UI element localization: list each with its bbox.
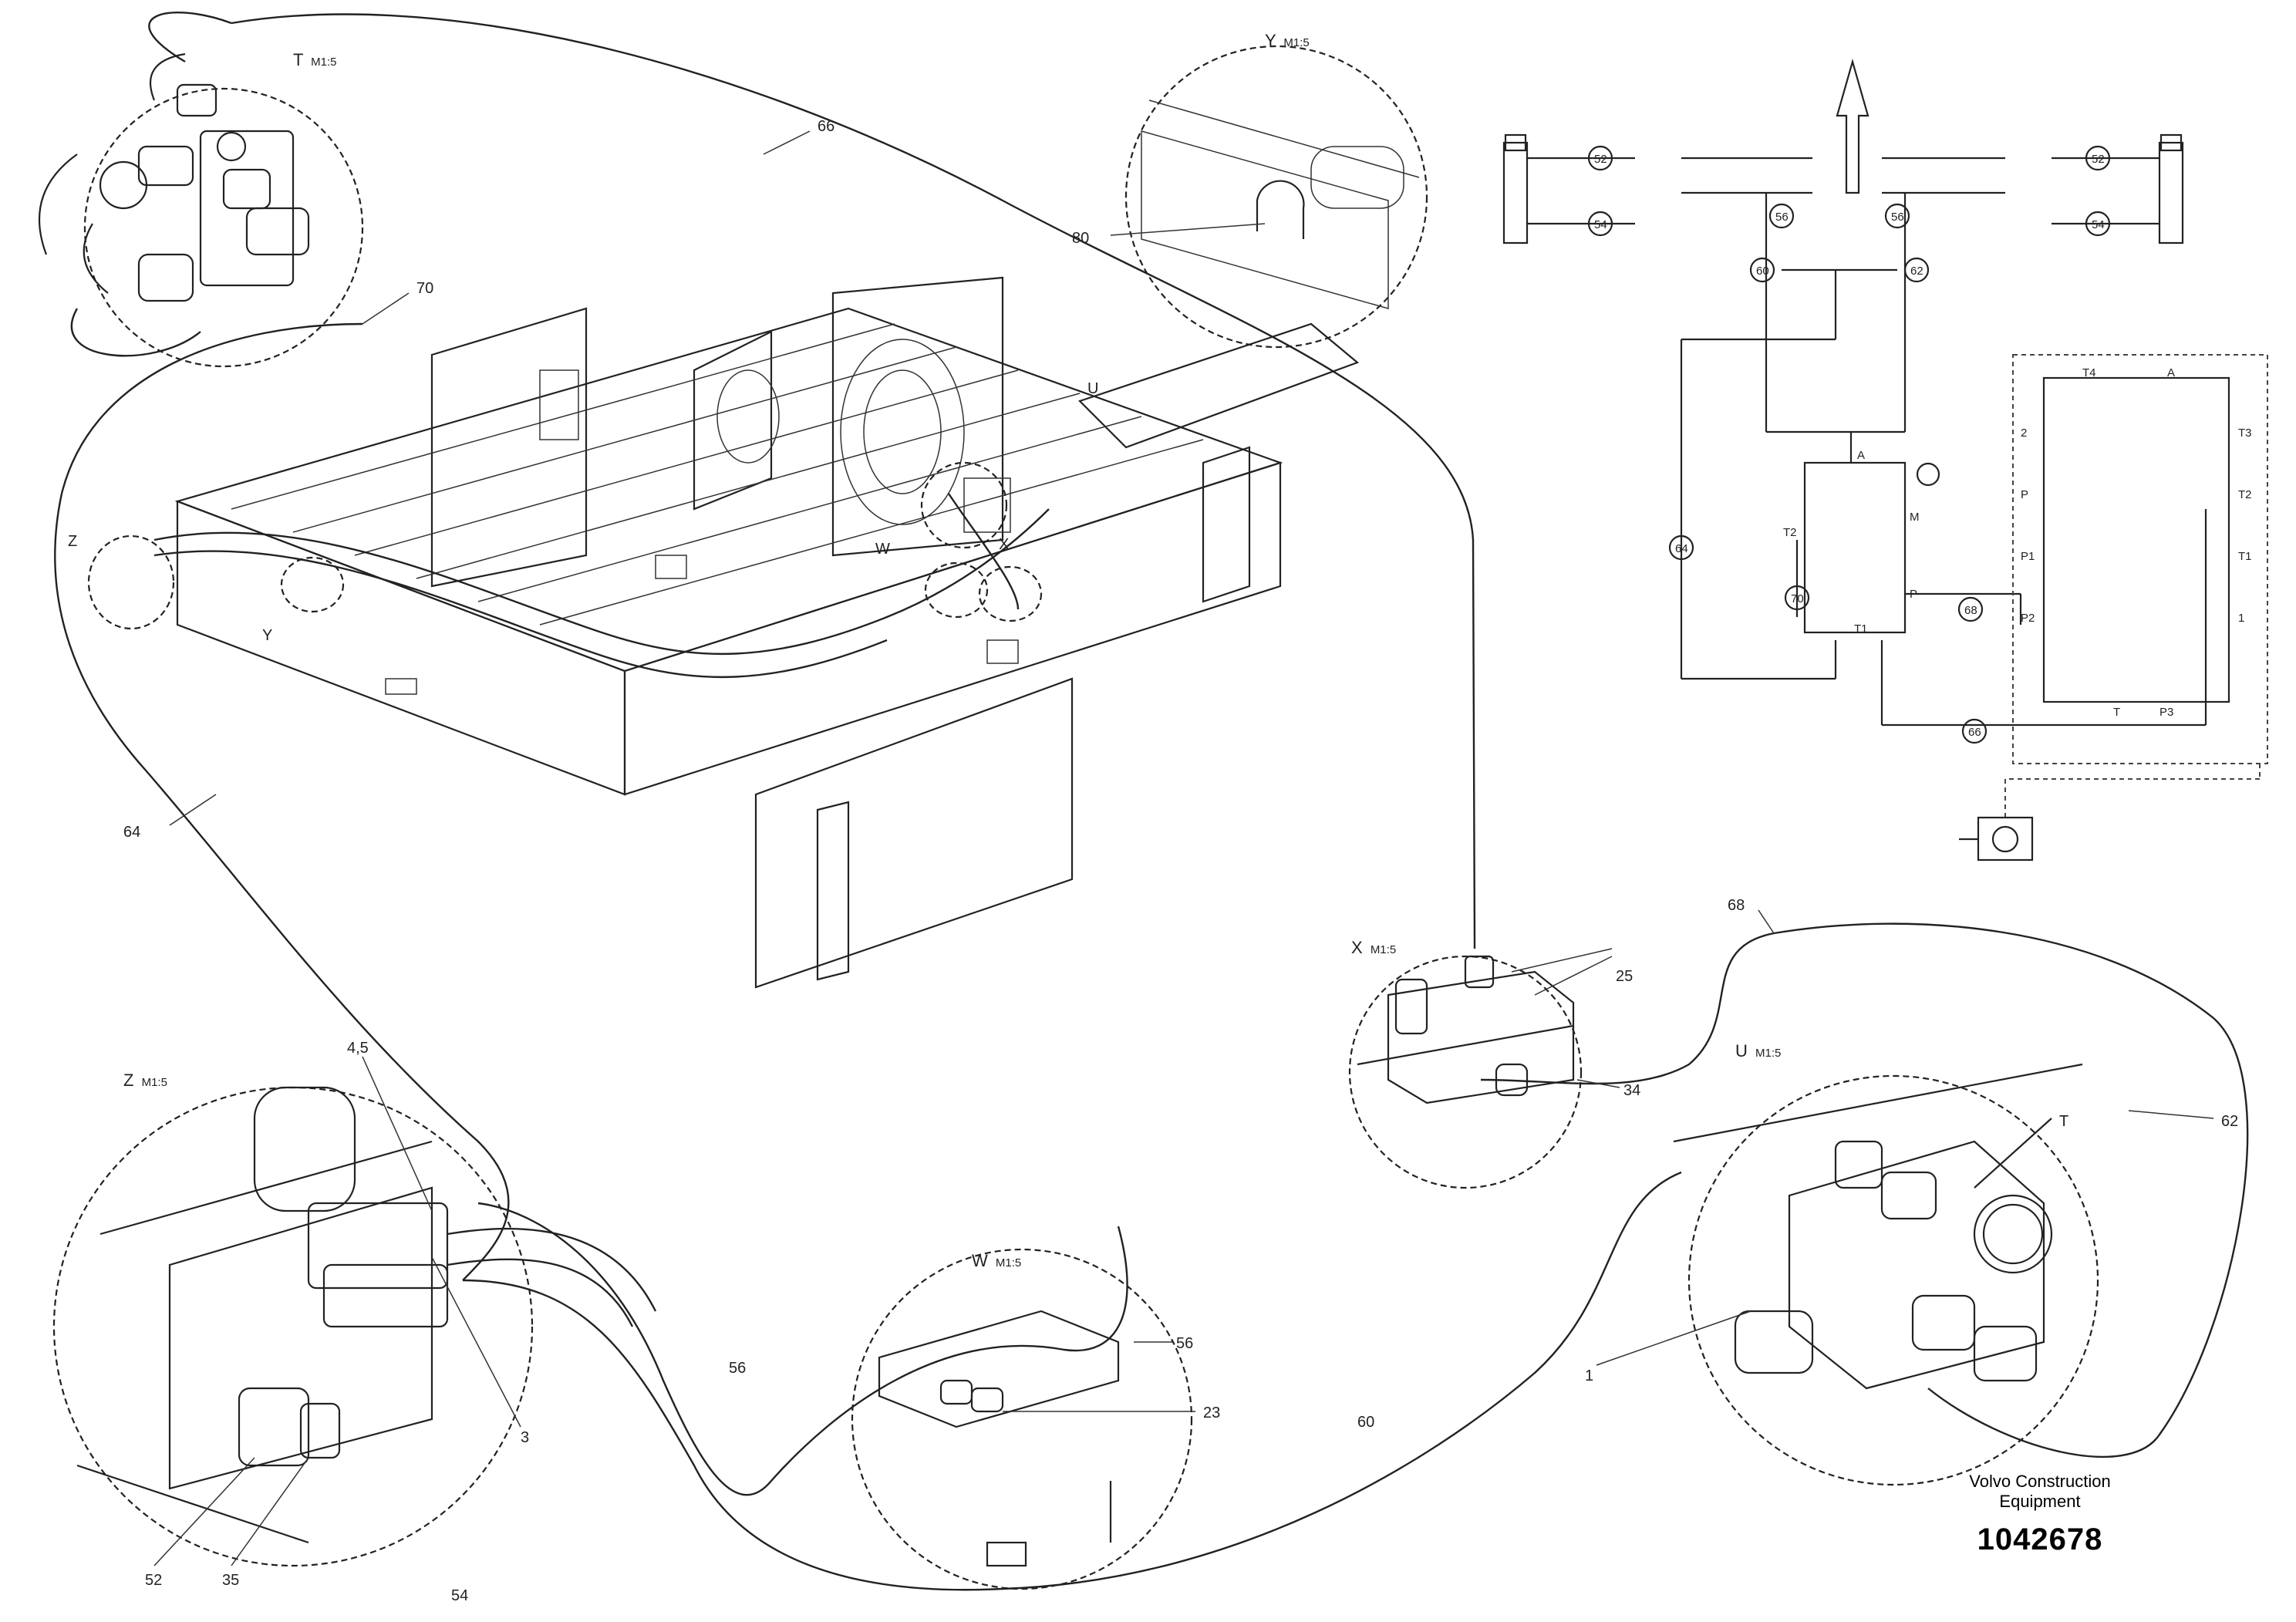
callout-1: 1 <box>1585 1367 1593 1384</box>
block-port-p3: P3 <box>2159 706 2173 719</box>
hose-marker-52-right: 52 <box>2092 153 2105 166</box>
hose-marker-54-left: 54 <box>1594 218 1607 231</box>
hose-marker-52-left: 52 <box>1594 153 1607 166</box>
detail-view-w: W M1:5 <box>851 1248 1193 1590</box>
detail-z-label: Z M1:5 <box>123 1071 167 1090</box>
block-port-t4: T4 <box>2082 366 2096 379</box>
detail-view-u: U M1:5 T <box>1673 1041 2099 1486</box>
document-number: 1042678 <box>1977 1523 2103 1556</box>
callout-t: T <box>2059 1113 2068 1130</box>
block-port-p1: P1 <box>2021 550 2035 563</box>
block-port-t: T <box>2113 706 2120 719</box>
publisher-name-line2: Equipment <box>1999 1492 2081 1511</box>
valve-port-p: P <box>1910 588 1917 601</box>
callout-25: 25 <box>1616 968 1633 985</box>
callout-35: 35 <box>222 1572 239 1589</box>
hose-marker-64: 64 <box>1675 542 1688 555</box>
detail-t-label: T M1:5 <box>293 50 337 69</box>
block-port-t2: T2 <box>2238 488 2252 501</box>
hose-68 <box>1480 922 2249 1458</box>
block-port-p2: P2 <box>2021 612 2035 625</box>
hose-marker-70: 70 <box>1791 592 1804 605</box>
hose-marker-60: 60 <box>1756 265 1769 278</box>
block-port-t3: T3 <box>2238 427 2252 440</box>
callout-80: 80 <box>1072 230 1089 247</box>
block-port-a: A <box>2167 366 2175 379</box>
valve-port-t1: T1 <box>1854 622 1868 636</box>
hose-marker-56-right: 56 <box>1891 211 1904 224</box>
valve-port-t2: T2 <box>1783 526 1797 539</box>
valve-port-m: M <box>1910 511 1920 524</box>
hose-marker-66: 66 <box>1968 726 1981 739</box>
main-frame-assembly <box>153 276 1360 989</box>
valve-port-a: A <box>1857 449 1865 462</box>
callout-56-left: 56 <box>729 1360 746 1377</box>
callout-66: 66 <box>818 118 834 135</box>
block-port-2: 2 <box>2021 427 2027 440</box>
detail-w-label: W M1:5 <box>972 1251 1021 1270</box>
hydraulic-schematic: 52 54 52 54 56 56 60 62 64 70 68 66 A M … <box>1502 58 2268 862</box>
callout-68: 68 <box>1728 897 1745 914</box>
hose-60 <box>462 1171 1682 1591</box>
block-port-t1: T1 <box>2238 550 2252 563</box>
callout-54: 54 <box>451 1587 468 1604</box>
callout-60: 60 <box>1357 1414 1374 1431</box>
hose-66 <box>231 13 1476 949</box>
direction-arrow-icon <box>1836 58 1870 194</box>
title-block: Volvo Construction Equipment 1042678 <box>1928 1472 2152 1557</box>
detail-u-label: U M1:5 <box>1735 1041 1781 1061</box>
hose-marker-62: 62 <box>1910 265 1923 278</box>
block-port-1: 1 <box>2238 612 2244 625</box>
detail-view-z: Z M1:5 <box>52 1071 657 1567</box>
leader-lines <box>153 130 2214 1566</box>
block-port-p: P <box>2021 488 2028 501</box>
view-marker-y: Y <box>262 627 272 644</box>
callout-64: 64 <box>123 824 140 841</box>
view-markers: Z Y W X U <box>68 380 1098 644</box>
callout-56-right: 56 <box>1176 1335 1193 1352</box>
hose-marker-68: 68 <box>1964 604 1977 617</box>
view-marker-z: Z <box>68 533 77 550</box>
detail-view-t: T M1:5 <box>38 12 364 368</box>
detail-view-x: X M1:5 <box>1348 938 1583 1189</box>
callout-4-5: 4,5 <box>347 1040 369 1057</box>
callout-70: 70 <box>416 280 433 297</box>
hose-marker-56-left: 56 <box>1775 211 1789 224</box>
publisher-name-line1: Volvo Construction <box>1969 1472 2111 1491</box>
callout-52: 52 <box>145 1572 162 1589</box>
view-marker-u: U <box>1087 380 1098 397</box>
detail-t-valve-fittings <box>38 52 310 302</box>
detail-x-label: X M1:5 <box>1351 938 1396 957</box>
hose-56 <box>477 1202 1128 1496</box>
view-marker-x: X <box>999 536 1009 553</box>
callout-23: 23 <box>1203 1404 1220 1421</box>
detail-view-y: Y M1:5 <box>1124 31 1428 349</box>
callout-34: 34 <box>1623 1082 1640 1099</box>
hose-marker-54-right: 54 <box>2092 218 2105 231</box>
callout-numbers: 66 70 80 64 68 25 34 62 4,5 56 56 23 60 … <box>123 118 2238 1604</box>
callout-3: 3 <box>521 1429 529 1446</box>
hose-64 <box>54 322 510 1281</box>
callout-62: 62 <box>2221 1113 2238 1130</box>
detail-y-label: Y M1:5 <box>1265 31 1310 50</box>
view-marker-w: W <box>875 541 890 558</box>
